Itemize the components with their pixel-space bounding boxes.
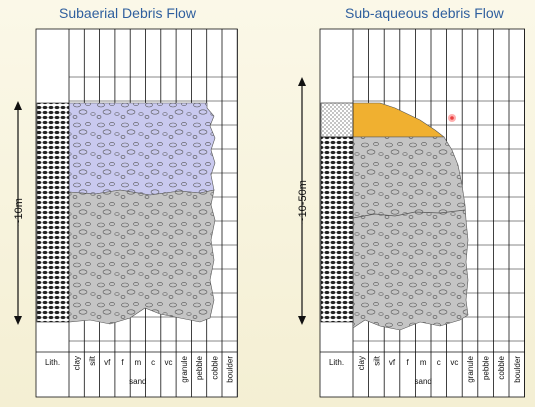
left-grain-label-vc: vc (164, 358, 172, 367)
right-grain-label-vc: vc (450, 358, 458, 367)
left-lower-clasts (69, 190, 215, 324)
left-sand-group-label: sand (129, 377, 146, 386)
left-grain-label-pebble: pebble (195, 355, 204, 380)
left-grain-label-c: c (151, 358, 155, 367)
right-fine-sand-block (320, 102, 354, 138)
right-depth-arrow (298, 77, 306, 325)
left-grain-label-cobble: cobble (210, 355, 219, 379)
right-grain-label-granule: granule (466, 355, 475, 382)
left-depth-arrow (14, 101, 22, 325)
right-lithology-column (320, 136, 354, 323)
right-grain-label-c: c (437, 358, 441, 367)
right-grain-label-f: f (406, 358, 409, 367)
cursor-dot (450, 116, 454, 120)
left-lithology-column (36, 102, 70, 323)
left-grain-label-granule: granule (180, 355, 189, 382)
left-grain-label-vf: vf (104, 358, 111, 367)
right-panel-title: Sub-aqueous debris Flow (345, 5, 504, 21)
right-lithology-label: Lith. (329, 358, 344, 367)
right-debris-clasts (353, 137, 468, 330)
left-lithology-label: Lith. (45, 358, 60, 367)
left-grain-label-silt: silt (88, 355, 97, 366)
right-depth-label: ~10-50m (297, 180, 309, 224)
right-grain-label-m: m (420, 358, 427, 367)
right-grain-label-clay: clay (357, 356, 366, 370)
left-depth-label: ~10m (13, 198, 25, 226)
left-grain-label-m: m (135, 358, 142, 367)
left-grain-label-f: f (121, 358, 124, 367)
right-grain-label-silt: silt (372, 355, 381, 366)
left-grain-label-boulder: boulder (226, 356, 235, 383)
right-grain-label-cobble: cobble (497, 355, 506, 379)
right-grain-label-pebble: pebble (482, 355, 491, 380)
right-grain-label-boulder: boulder (513, 356, 522, 383)
left-grain-label-clay: clay (73, 356, 82, 370)
left-upper-clasts (69, 103, 215, 195)
right-sand-group-label: sand (415, 377, 432, 386)
right-internal-contact (352, 209, 466, 219)
left-panel-title: Subaerial Debris Flow (59, 5, 196, 21)
right-grain-label-vf: vf (389, 358, 396, 367)
